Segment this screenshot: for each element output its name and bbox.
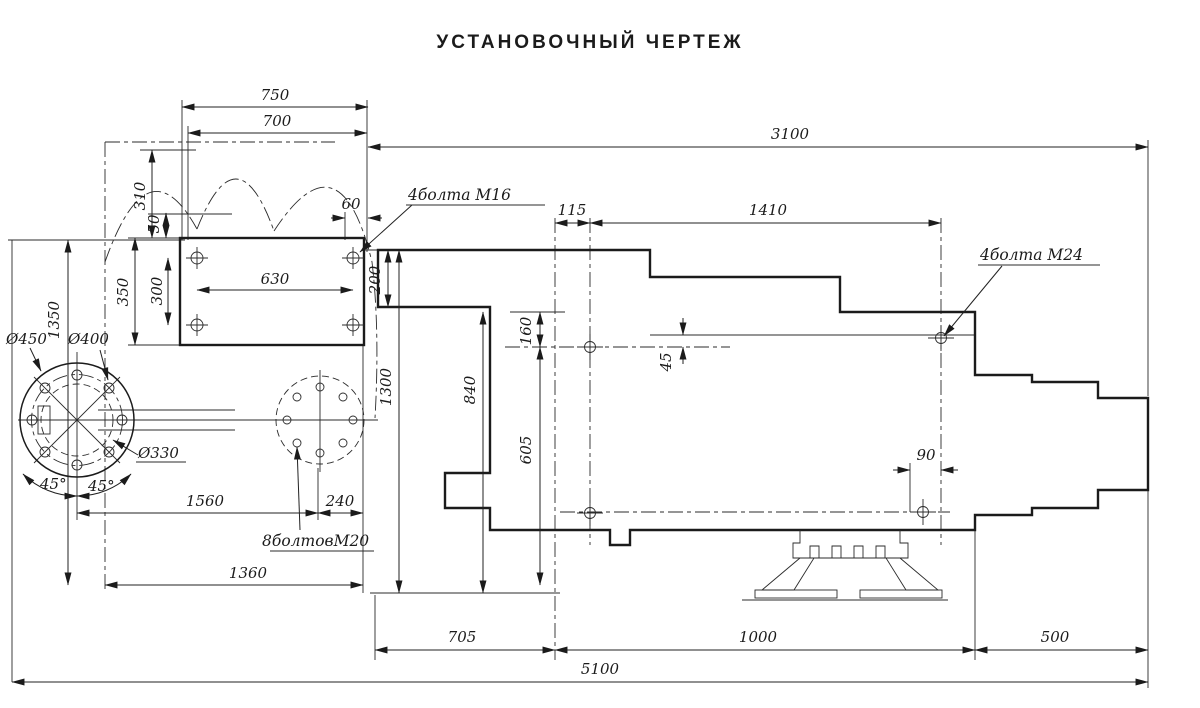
dim-1000: 1000 bbox=[739, 628, 778, 646]
faceplate-flange-view bbox=[275, 375, 365, 465]
bolt-hole bbox=[315, 448, 325, 458]
bolt-hole bbox=[71, 369, 83, 381]
dim-705: 705 bbox=[448, 628, 477, 646]
dim-dia-400: Ø400 bbox=[67, 330, 109, 348]
bolt-hole bbox=[26, 414, 38, 426]
dim-300: 300 bbox=[148, 276, 166, 305]
dim-45: 45 bbox=[657, 352, 675, 372]
bolt-hole bbox=[282, 415, 292, 425]
flange-bolt-holes bbox=[26, 369, 128, 471]
center-lines bbox=[104, 141, 950, 660]
dim-350: 350 bbox=[114, 277, 132, 306]
foot-pad-left bbox=[754, 589, 838, 599]
foot-pad-right bbox=[859, 589, 943, 599]
leader-bolts-m24 bbox=[943, 265, 1003, 337]
dim-1360: 1360 bbox=[229, 564, 268, 582]
flange-bolt-circle bbox=[31, 374, 123, 466]
plate-outline bbox=[178, 236, 366, 347]
dim-dia-450: Ø450 bbox=[5, 330, 47, 348]
dim-1300: 1300 bbox=[377, 367, 395, 406]
bolt-hole bbox=[71, 459, 83, 471]
dim-840: 840 bbox=[461, 375, 479, 404]
dim-310: 310 bbox=[131, 181, 149, 210]
label-bolts-m20: 8болтовМ20 bbox=[262, 532, 369, 550]
faceplate-bolt-holes bbox=[282, 382, 358, 458]
extension-lines bbox=[8, 100, 1149, 688]
dim-605: 605 bbox=[517, 436, 535, 465]
leader-dia-450 bbox=[29, 347, 42, 372]
dim-45deg-right: 45° bbox=[87, 477, 115, 495]
dim-5100: 5100 bbox=[581, 660, 620, 678]
dim-dia-330: Ø330 bbox=[137, 444, 179, 462]
dim-630: 630 bbox=[261, 270, 290, 288]
dim-90: 90 bbox=[916, 446, 936, 464]
bolt-hole bbox=[292, 392, 302, 402]
feet-bracket bbox=[792, 530, 909, 559]
plate-hole-crosshairs bbox=[186, 247, 364, 336]
bolt-hole bbox=[103, 382, 115, 394]
flange-hub bbox=[37, 405, 51, 435]
faceplate-circle bbox=[275, 375, 365, 465]
label-underlines bbox=[136, 204, 1100, 552]
dim-240: 240 bbox=[325, 492, 355, 510]
bolt-hole bbox=[116, 414, 128, 426]
dim-1350: 1350 bbox=[45, 300, 63, 339]
bolt-hole bbox=[338, 392, 348, 402]
anchor-shoes bbox=[809, 545, 886, 559]
label-bolts-m24: 4болта М24 bbox=[979, 246, 1083, 264]
spindle-flange-view bbox=[19, 362, 135, 500]
label-bolts-m16: 4болта М16 bbox=[407, 186, 511, 204]
dim-750: 750 bbox=[261, 86, 290, 104]
dim-115: 115 bbox=[558, 201, 587, 219]
dimension-labels: 750 700 60 310 50 350 300 630 200 1350 1… bbox=[5, 86, 1083, 678]
bolt-hole bbox=[315, 382, 325, 392]
flange-inner-circle bbox=[40, 383, 114, 457]
dim-1410: 1410 bbox=[749, 201, 788, 219]
dim-1560: 1560 bbox=[186, 492, 225, 510]
dim-200: 200 bbox=[366, 265, 384, 295]
angle-arc-right bbox=[76, 473, 132, 500]
bolt-hole-crosshairs bbox=[577, 325, 954, 526]
dim-60: 60 bbox=[341, 195, 361, 213]
machine-feet bbox=[754, 530, 943, 599]
dimension-lines bbox=[11, 103, 1149, 686]
leg-right bbox=[885, 557, 940, 591]
dim-3100: 3100 bbox=[771, 125, 810, 143]
bed-plan-view bbox=[376, 248, 1150, 599]
dim-500: 500 bbox=[1041, 628, 1070, 646]
dim-50: 50 bbox=[145, 214, 163, 234]
bolt-hole bbox=[39, 382, 51, 394]
bolt-hole bbox=[292, 438, 302, 448]
bed-outline bbox=[376, 248, 1150, 547]
leg-left bbox=[760, 557, 815, 591]
leader-bolts-m20 bbox=[293, 446, 301, 531]
leader-dia-400 bbox=[99, 349, 109, 381]
bolt-hole bbox=[103, 446, 115, 458]
plate-top-view bbox=[178, 236, 366, 347]
dim-45deg-left: 45° bbox=[39, 475, 67, 493]
foundation-bolt-holes-m24 bbox=[577, 325, 954, 526]
bolt-hole bbox=[348, 415, 358, 425]
bolt-hole bbox=[338, 438, 348, 448]
dim-160: 160 bbox=[517, 316, 535, 345]
drawing-title: УСТАНОВОЧНЫЙ ЧЕРТЕЖ bbox=[436, 31, 743, 53]
leader-bolts-m16 bbox=[359, 204, 413, 253]
leader-dia-330 bbox=[112, 439, 139, 456]
bolt-hole bbox=[39, 446, 51, 458]
dim-700: 700 bbox=[263, 112, 292, 130]
